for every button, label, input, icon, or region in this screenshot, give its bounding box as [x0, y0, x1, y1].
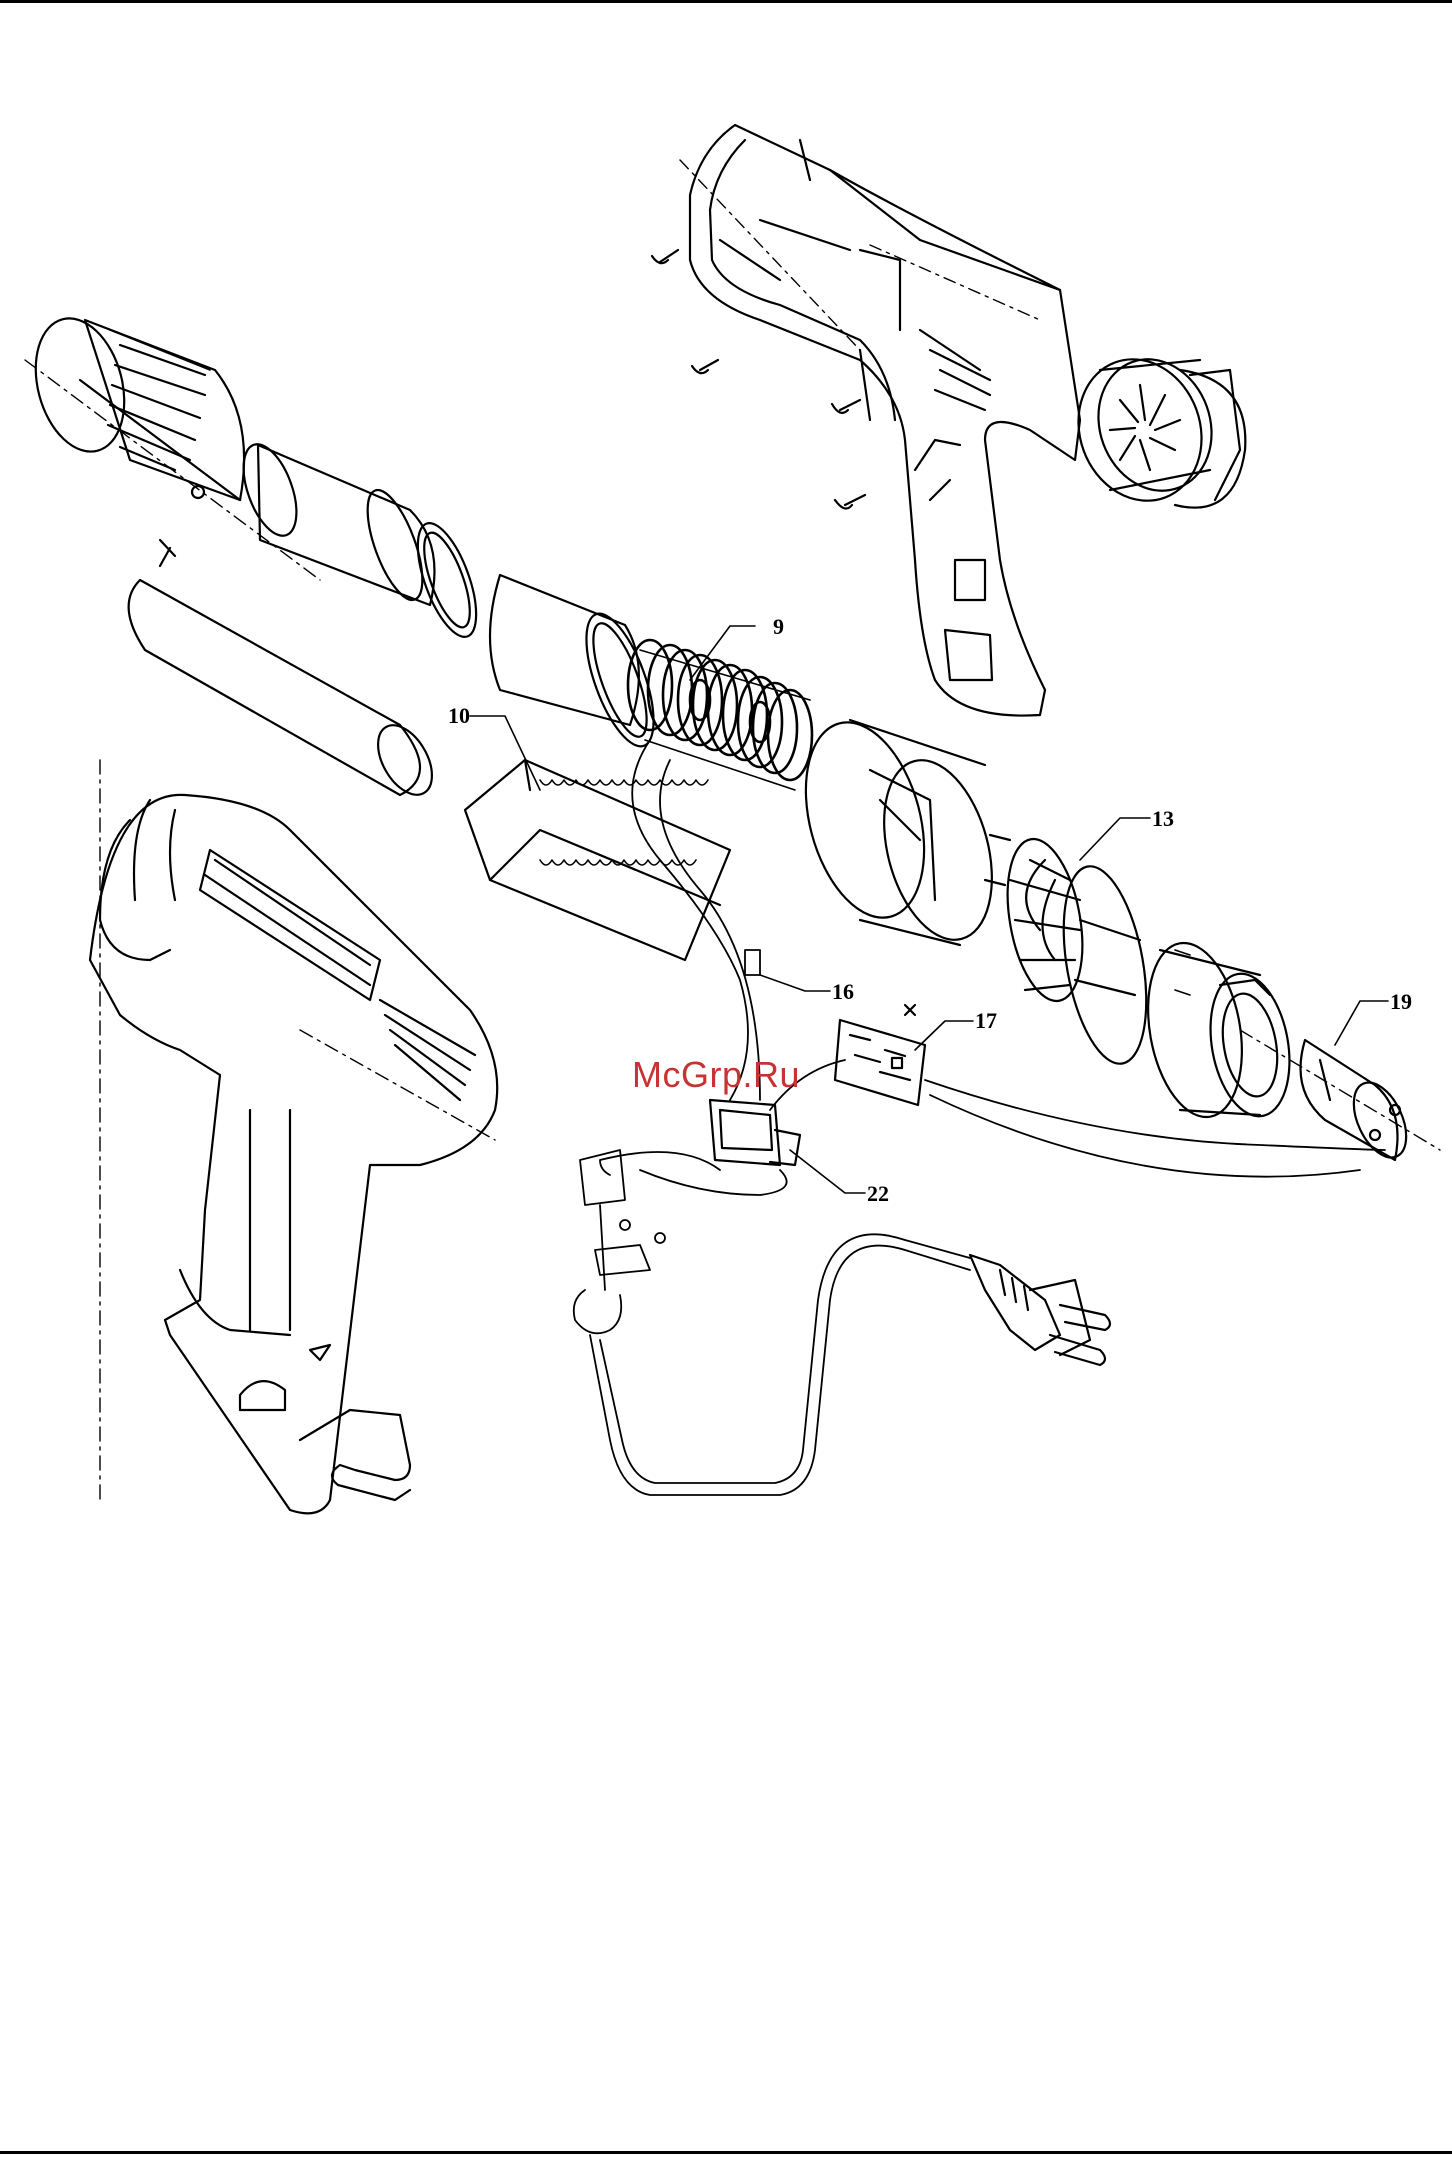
watermark-text: McGrp.Ru [632, 1054, 800, 1096]
fan-disc [1050, 860, 1190, 1070]
callout-10: 10 [448, 703, 470, 728]
control-pcb [835, 1005, 925, 1105]
callout-19: 19 [1390, 989, 1412, 1014]
callout-17: 17 [975, 1008, 997, 1033]
housing-half-right [652, 125, 1080, 716]
callout-22: 22 [867, 1181, 889, 1206]
reflector-shield [465, 760, 730, 960]
power-plug [970, 1255, 1110, 1365]
housing-half-left [90, 760, 497, 1513]
callout-labels: 9 10 13 16 17 19 22 [448, 614, 1412, 1206]
mica-tube [129, 580, 443, 804]
callout-16: 16 [832, 979, 854, 1004]
callout-13: 13 [1152, 806, 1174, 831]
nozzle [22, 308, 320, 580]
fan-housing [786, 709, 1010, 952]
callout-leaders [470, 626, 1388, 1193]
rear-grille-cap [1059, 342, 1245, 518]
motor-mount [1135, 936, 1300, 1125]
wiring [574, 740, 1385, 1495]
callout-9: 9 [773, 614, 784, 639]
power-switch [710, 1100, 800, 1165]
heating-element [628, 640, 812, 790]
